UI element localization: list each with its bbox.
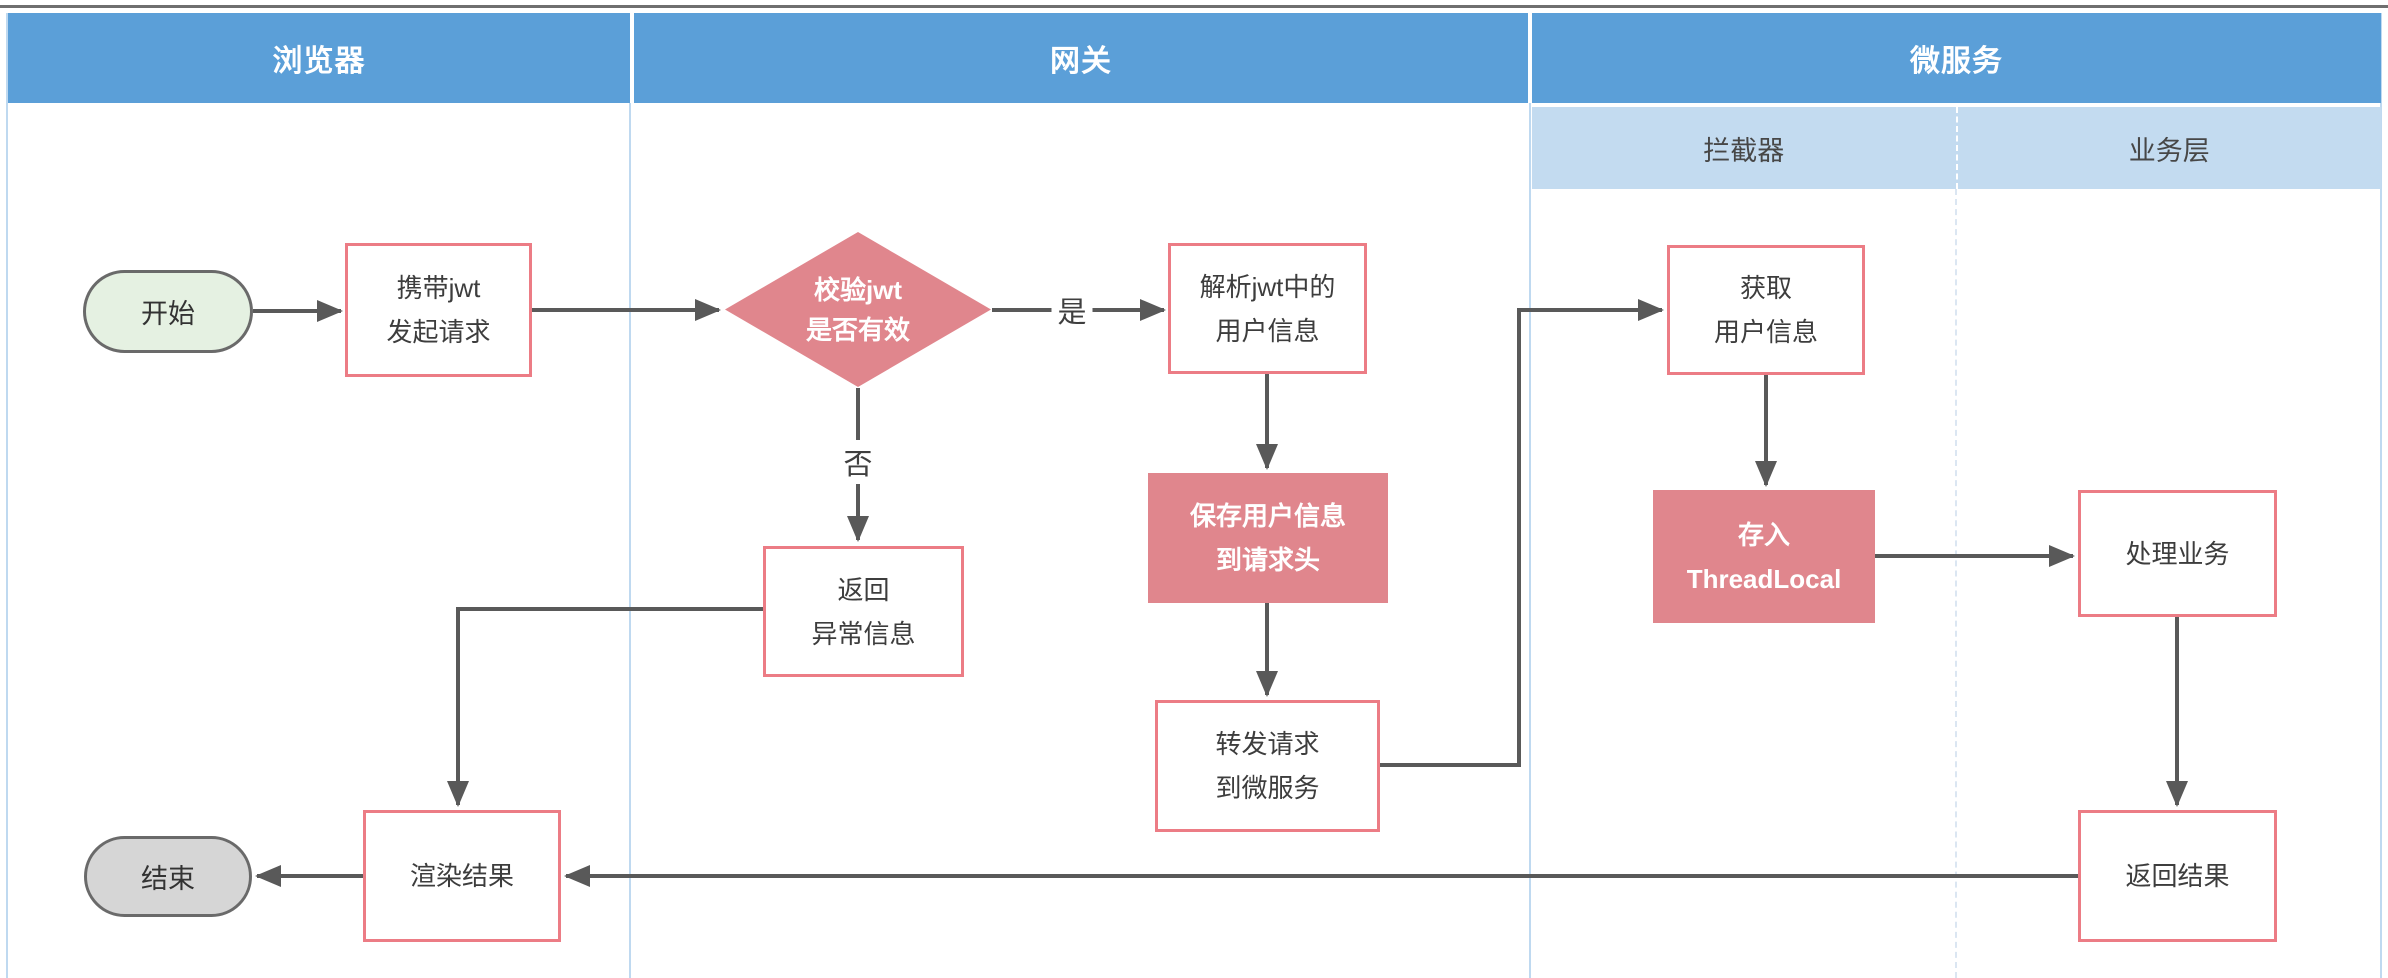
node-get-user-line2: 用户信息 bbox=[1713, 317, 1818, 347]
edge-forward-getuser bbox=[1380, 299, 1664, 767]
node-parse-jwt-line2: 用户信息 bbox=[1215, 315, 1320, 346]
lane-title-gateway: 网关 bbox=[1050, 45, 1112, 78]
node-save-to-header-line1: 保存用户信息 bbox=[1189, 501, 1346, 531]
lane-divider-gateway-microservice bbox=[1529, 103, 1531, 978]
node-get-user-line1: 获取 bbox=[1739, 273, 1792, 303]
lane-divider-browser-gateway bbox=[629, 103, 631, 978]
lane-header-gateway: 网关 bbox=[634, 13, 1528, 103]
node-forward-line1: 转发请求 bbox=[1215, 729, 1320, 759]
node-start-label: 开始 bbox=[141, 299, 195, 329]
node-carry-jwt-line1: 携带jwt bbox=[396, 273, 481, 303]
sublane-header-row: 拦截器 业务层 bbox=[1532, 107, 2381, 189]
node-end-label: 结束 bbox=[141, 864, 195, 894]
node-threadlocal: 存入 ThreadLocal bbox=[1653, 490, 1875, 623]
node-parse-jwt: 解析jwt中的 用户信息 bbox=[1168, 243, 1367, 374]
top-border bbox=[0, 5, 2388, 8]
node-process: 处理业务 bbox=[2078, 490, 2277, 617]
node-return-result: 返回结果 bbox=[2078, 810, 2277, 942]
lane-title-microservice: 微服务 bbox=[1910, 45, 2003, 78]
sublane-title-business: 业务层 bbox=[2128, 135, 2210, 166]
node-return-result-label: 返回结果 bbox=[2125, 861, 2230, 891]
node-carry-jwt: 携带jwt 发起请求 bbox=[345, 243, 532, 377]
node-validate-jwt-line2: 是否有效 bbox=[805, 314, 910, 345]
right-border bbox=[2380, 13, 2382, 978]
lane-header-browser: 浏览器 bbox=[8, 13, 630, 103]
node-validate-jwt: 校验jwt 是否有效 bbox=[725, 232, 991, 387]
edge-label-yes: 是 bbox=[1051, 288, 1093, 332]
node-return-error: 返回 异常信息 bbox=[763, 546, 964, 677]
node-save-to-header-line2: 到请求头 bbox=[1215, 545, 1320, 575]
node-validate-jwt-line1: 校验jwt bbox=[813, 274, 903, 305]
node-process-label: 处理业务 bbox=[2125, 538, 2230, 569]
node-return-error-line2: 异常信息 bbox=[811, 618, 916, 649]
node-forward-line2: 到微服务 bbox=[1215, 773, 1320, 803]
edge-returnerror-render bbox=[447, 607, 763, 807]
node-threadlocal-line1: 存入 bbox=[1737, 519, 1790, 550]
node-parse-jwt-line1: 解析jwt中的 bbox=[1199, 271, 1336, 302]
edge-label-no: 否 bbox=[837, 440, 879, 484]
node-return-error-line1: 返回 bbox=[837, 574, 890, 605]
node-threadlocal-line2: ThreadLocal bbox=[1686, 563, 1842, 594]
lane-title-browser: 浏览器 bbox=[272, 45, 366, 78]
left-border bbox=[6, 13, 8, 978]
sublane-divider-dashed bbox=[1955, 189, 1957, 978]
sublane-header-business: 业务层 bbox=[1955, 107, 2382, 189]
sublane-title-interceptor: 拦截器 bbox=[1703, 135, 1785, 166]
node-start: 开始 bbox=[83, 270, 253, 353]
sublane-header-interceptor: 拦截器 bbox=[1532, 107, 1956, 189]
node-end: 结束 bbox=[84, 836, 252, 917]
node-save-to-header: 保存用户信息 到请求头 bbox=[1148, 473, 1388, 603]
node-render-label: 渲染结果 bbox=[409, 861, 514, 891]
node-carry-jwt-line2: 发起请求 bbox=[386, 317, 491, 347]
lane-header-microservice: 微服务 bbox=[1532, 13, 2381, 103]
node-render: 渲染结果 bbox=[363, 810, 561, 942]
node-get-user: 获取 用户信息 bbox=[1667, 245, 1865, 375]
node-forward: 转发请求 到微服务 bbox=[1155, 700, 1380, 832]
